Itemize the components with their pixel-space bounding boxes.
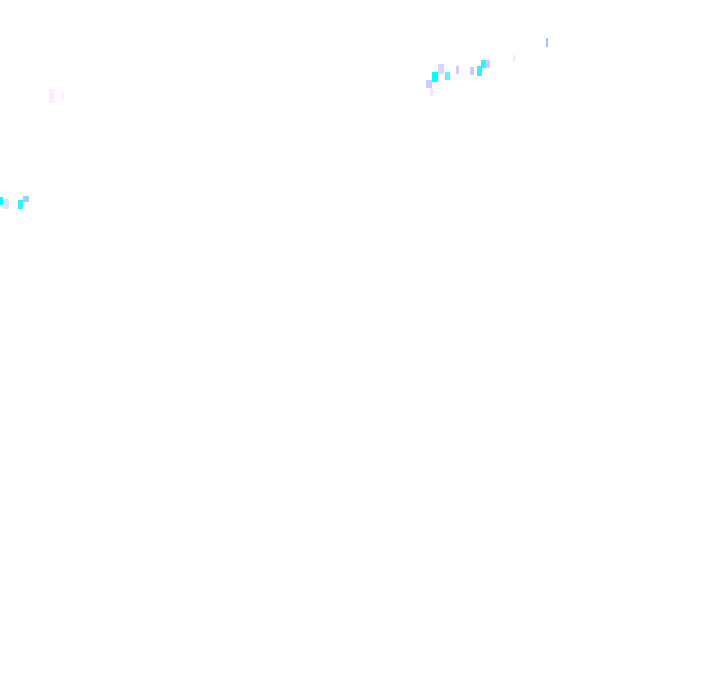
artifact <box>18 200 23 209</box>
artifact <box>432 72 438 82</box>
artifact <box>62 92 64 100</box>
artifact <box>430 88 433 96</box>
artifact <box>49 89 54 103</box>
artifact <box>481 60 489 68</box>
artifact <box>546 38 548 47</box>
artifact <box>470 67 474 75</box>
artifact <box>513 55 515 62</box>
artifact <box>23 196 29 202</box>
artifact <box>0 197 3 205</box>
artifact <box>486 60 490 68</box>
artifact <box>445 72 450 80</box>
artifact <box>3 199 9 209</box>
artifact <box>477 66 482 76</box>
artifact <box>426 80 432 88</box>
artifact <box>438 64 444 74</box>
artifact <box>456 66 459 74</box>
